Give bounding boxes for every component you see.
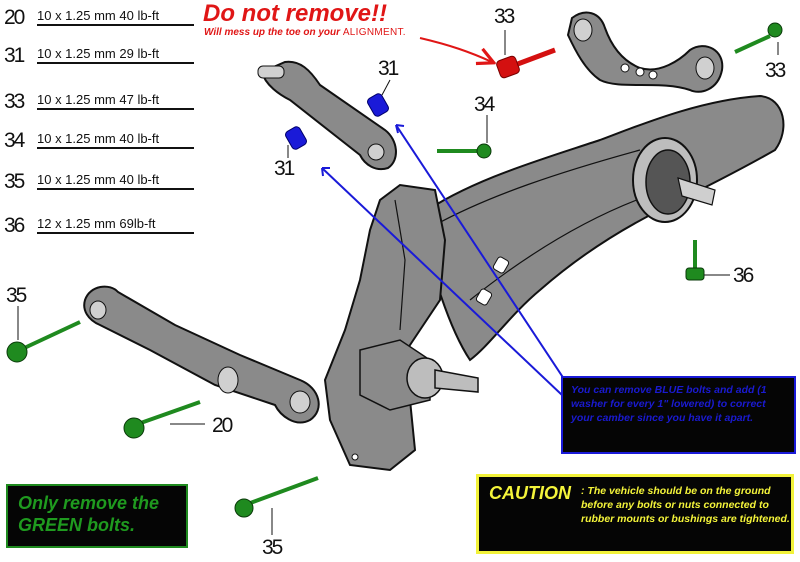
spec-row-36: 36 12 x 1.25 mm 69lb-ft	[4, 212, 194, 236]
green-bolt-35-left	[6, 306, 81, 363]
blue-note-text: You can remove BLUE bolts and add (1 was…	[571, 384, 767, 424]
red-arrow	[419, 37, 492, 62]
spec-value: 10 x 1.25 mm 40 lb-ft	[37, 8, 160, 23]
red-bolt-33	[496, 47, 556, 79]
green-note-line2: GREEN bolts.	[18, 515, 136, 535]
callout-34: 34	[474, 93, 495, 116]
spec-row-31: 31 10 x 1.25 mm 29 lb-ft	[4, 42, 194, 66]
callout-20: 20	[212, 414, 233, 437]
spec-id: 34	[4, 129, 25, 152]
spec-value: 10 x 1.25 mm 40 lb-ft	[37, 131, 160, 146]
spec-underline	[37, 188, 194, 190]
spec-value: 10 x 1.25 mm 29 lb-ft	[37, 46, 160, 61]
subtitle-caps: ALIGNMENT.	[342, 27, 406, 38]
spec-id: 20	[4, 6, 25, 29]
green-bolt-35-bottom	[234, 476, 319, 535]
spec-row-20: 20 10 x 1.25 mm 40 lb-ft	[4, 4, 194, 28]
spec-row-33: 33 10 x 1.25 mm 47 lb-ft	[4, 88, 194, 112]
callout-35-bottom: 35	[262, 536, 283, 559]
spec-underline	[37, 24, 194, 26]
lower-arm	[83, 285, 320, 424]
spec-id: 33	[4, 90, 25, 113]
spec-id: 36	[4, 214, 25, 237]
spec-underline	[37, 62, 194, 64]
caution-box: CAUTION : The vehicle should be on the g…	[476, 474, 794, 554]
callout-31-upper: 31	[378, 57, 399, 80]
green-bolt-33	[734, 22, 783, 54]
spec-underline	[37, 147, 194, 149]
do-not-remove-subtitle: Will mess up the toe on your ALIGNMENT.	[204, 28, 406, 38]
callout-31-lower: 31	[274, 157, 295, 180]
callout-35-left: 35	[6, 284, 27, 307]
spec-id: 31	[4, 44, 25, 67]
green-bolts-note: Only remove the GREEN bolts.	[6, 484, 188, 548]
blue-bolt-31-upper	[367, 93, 389, 117]
blue-arrow-lower	[321, 167, 563, 396]
spec-value: 10 x 1.25 mm 40 lb-ft	[37, 172, 160, 187]
trailing-arm	[418, 94, 785, 362]
spec-value: 10 x 1.25 mm 47 lb-ft	[37, 92, 160, 107]
spec-underline	[37, 108, 194, 110]
spec-underline	[37, 232, 194, 234]
toe-arm	[566, 11, 724, 93]
green-bolt-36	[685, 240, 730, 281]
green-bolt-34	[437, 143, 492, 159]
callout-36: 36	[733, 264, 754, 287]
green-bolt-20	[123, 400, 205, 439]
spec-row-34: 34 10 x 1.25 mm 40 lb-ft	[4, 127, 194, 151]
blue-bolts-note: You can remove BLUE bolts and add (1 was…	[561, 376, 796, 454]
do-not-remove-title: Do not remove!!	[203, 0, 388, 27]
spec-value: 12 x 1.25 mm 69lb-ft	[37, 216, 156, 231]
caution-text: : The vehicle should be on the ground be…	[581, 485, 790, 525]
upper-arm	[257, 60, 397, 171]
leader-31-upper	[381, 79, 391, 96]
green-note-line1: Only remove the	[18, 493, 160, 513]
callout-33-green: 33	[765, 59, 786, 82]
blue-arrow-upper	[395, 124, 569, 386]
spec-row-35: 35 10 x 1.25 mm 40 lb-ft	[4, 168, 194, 192]
caution-label: CAUTION	[489, 483, 571, 503]
subtitle-text: Will mess up the toe on your	[204, 27, 343, 38]
blue-bolt-31-lower	[285, 126, 307, 150]
callout-33-red: 33	[494, 5, 515, 28]
spec-id: 35	[4, 170, 25, 193]
